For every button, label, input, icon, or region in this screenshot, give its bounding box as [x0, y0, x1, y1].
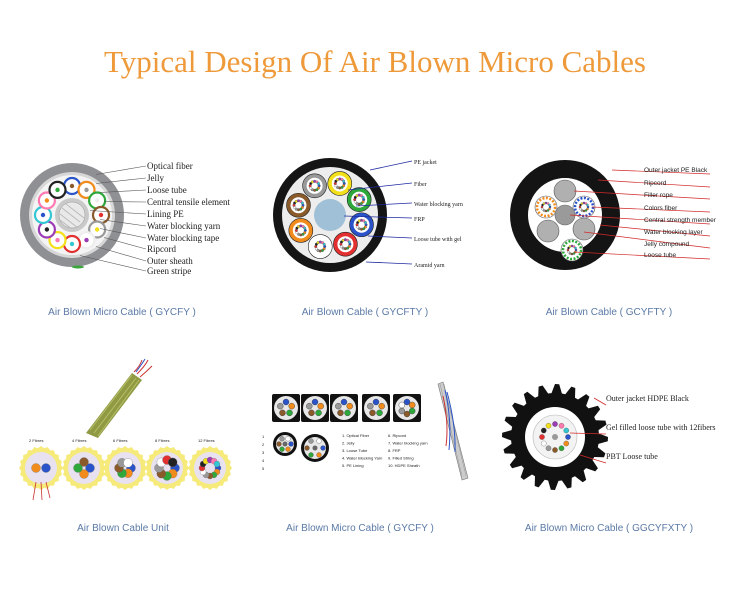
label-gcyfty: Jelly compound: [644, 241, 690, 248]
green-stripe: [72, 265, 84, 269]
label-gcyfty: Water blocking layer: [644, 229, 703, 236]
label-gycfy: Water blocking tape: [147, 233, 219, 243]
label-gycfty: Water blocking yarn: [414, 202, 463, 208]
fiber: [539, 434, 545, 440]
legend-item: 4. Water Blocking Yarn: [342, 456, 382, 461]
legend-item: 10. HDPE Sheath: [388, 463, 420, 468]
fiber: [540, 427, 547, 434]
svg-text:1: 1: [262, 434, 265, 439]
label-gcyfty: Loose tube: [644, 252, 677, 259]
fiber: [540, 440, 547, 447]
label-gycfy: Loose tube: [147, 185, 187, 195]
central-tensile-element: [58, 201, 86, 229]
label-gycfy: Lining PE: [147, 209, 184, 219]
legend-item: 7. Water blocking yarn: [388, 441, 428, 446]
label-gycfty: Loose tube with gel: [414, 237, 462, 243]
label-gycfy: Ripcord: [147, 244, 176, 254]
page-title: Typical Design Of Air Blown Micro Cables: [104, 44, 646, 79]
label-gycfty: Aramid yarn: [414, 263, 445, 269]
fibre-count-label: 4 Fibres: [72, 438, 86, 443]
label-ggcyfxty: Outer jacket HDPE Black: [606, 394, 689, 403]
svg-text:5: 5: [262, 466, 265, 471]
label-gycfty: FRP: [414, 217, 425, 223]
label-gcyfty: Central strength member: [644, 217, 717, 224]
legend-item: 8. FRP: [388, 448, 401, 453]
legend-item: 3. Loose Tube: [342, 448, 368, 453]
frp: [314, 199, 346, 231]
filler-rope: [572, 217, 596, 241]
fiber: [558, 422, 565, 429]
label-gycfty: Fiber: [414, 182, 427, 188]
label-gcyfty: Filler rope: [644, 192, 673, 199]
diagram-gycfy-variants: 1 2 3 4 5 1. Optical Fiber 2. Jelly 3. Loose T…: [262, 381, 469, 481]
legend-item: 2. Jelly: [342, 441, 354, 446]
loose-tubes: [286, 171, 374, 259]
svg-text:4: 4: [262, 458, 265, 463]
label-gcyfty: Colors fiber: [644, 205, 678, 212]
fiber: [565, 434, 571, 440]
label-ggcyfxty: PBT Loose tube: [606, 452, 658, 461]
fibre-count-label: 6 Fibres: [113, 438, 127, 443]
label-gycfy: Water blocking yarn: [147, 221, 221, 231]
fiber: [558, 445, 565, 452]
filler-rope: [536, 219, 560, 243]
caption-2: Air Blown Cable ( GYCFTY ): [301, 307, 429, 318]
loose-tubes: [33, 176, 111, 254]
caption-1: Air Blown Micro Cable ( GYCFY ): [48, 307, 196, 318]
legend-item: 5. PE Lining: [342, 463, 364, 468]
fibre-count-label: 2 Fibres: [29, 438, 43, 443]
caption-5: Air Blown Micro Cable ( GYCFY ): [286, 523, 434, 534]
cable-sheath: [86, 373, 142, 438]
fibre-count-label: 12 Fibres: [198, 438, 215, 443]
label-ggcyfxty: Gel filled loose tube with 12fibers: [606, 423, 716, 432]
loose-tube: [572, 195, 596, 219]
fiber: [563, 440, 570, 447]
legend-item: 1. Optical Fiber: [342, 433, 370, 438]
diagram-cable-unit: 2 Fibres 4 Fibres 6 Fibres 8 Fibres 12 Fibre…: [19, 358, 232, 501]
caption-3: Air Blown Cable ( GCYFTY ): [545, 307, 673, 318]
label-gycfty: PE jacket: [414, 160, 437, 166]
fibre-count-label: 8 Fibres: [155, 438, 169, 443]
svg-text:3: 3: [262, 450, 265, 455]
label-gycfy: Green stripe: [147, 266, 191, 276]
caption-4: Air Blown Cable Unit: [77, 523, 169, 534]
legend-item: 6. Ripcord: [388, 433, 406, 438]
fiber: [552, 421, 558, 427]
loose-tube: [534, 195, 558, 219]
label-gycfy: Optical fiber: [147, 161, 193, 171]
svg-text:2: 2: [262, 442, 265, 447]
label-gycfy: Central tensile element: [147, 197, 230, 207]
caption-6: Air Blown Micro Cable ( GGCYFXTY ): [524, 523, 694, 534]
fiber: [545, 445, 552, 452]
legend-item: 9. Filled String: [388, 456, 414, 461]
fiber: [552, 447, 558, 453]
fiber: [563, 427, 570, 434]
label-gycfy: Outer sheath: [147, 256, 193, 266]
filler-rope: [553, 179, 577, 203]
label-gcyfty: Ripcord: [644, 180, 667, 187]
label-gcyfty: Outer jacket PE Black: [644, 167, 708, 174]
loose-tube: [560, 238, 584, 262]
fiber: [545, 422, 552, 429]
label-gycfy: Jelly: [147, 173, 164, 183]
